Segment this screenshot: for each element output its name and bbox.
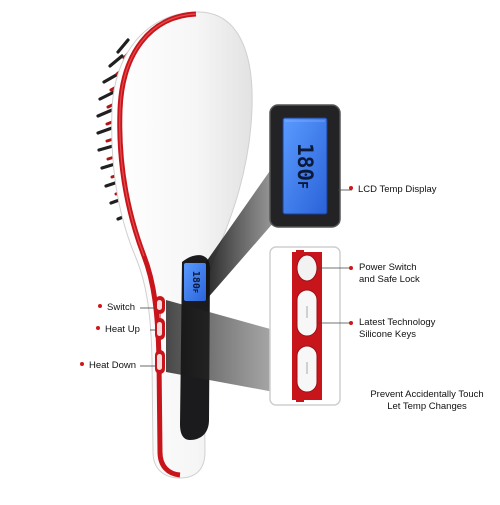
handle-lcd-temp: 180 bbox=[190, 270, 201, 289]
handle-lcd-readout: 180F bbox=[189, 270, 201, 294]
callout-silicone-keys-line1: Latest Technology bbox=[359, 317, 436, 328]
callout-dot bbox=[349, 186, 353, 191]
label-heat-up: Heat Up bbox=[96, 324, 140, 336]
label-dot bbox=[96, 326, 100, 331]
label-dot bbox=[98, 304, 102, 309]
label-switch: Switch bbox=[98, 302, 135, 314]
lcd-zoom-beam bbox=[206, 165, 274, 300]
zoom-lcd-temp: 180 bbox=[293, 143, 317, 182]
callout-lcd-display-text: LCD Temp Display bbox=[358, 184, 437, 195]
keys-zoom-beam bbox=[166, 300, 274, 392]
zoom-lcd-readout: 180F bbox=[293, 132, 317, 200]
callout-dot bbox=[349, 321, 353, 325]
callout-power-switch-line2: and Safe Lock bbox=[359, 274, 420, 285]
side-buttons bbox=[155, 296, 165, 374]
label-heat-down: Heat Down bbox=[80, 360, 136, 372]
handle-lcd-screen bbox=[184, 263, 206, 301]
callout-dot bbox=[349, 266, 353, 270]
label-switch-text: Switch bbox=[107, 302, 135, 313]
handle-lcd-unit: F bbox=[191, 288, 199, 294]
label-heat-up-text: Heat Up bbox=[105, 324, 140, 335]
callout-connectors bbox=[140, 189, 352, 367]
zoom-lcd-unit: F bbox=[294, 181, 309, 189]
callout-silicone-keys-line2: Silicone Keys bbox=[359, 329, 417, 340]
label-heat-down-text: Heat Down bbox=[89, 360, 136, 371]
callout-silicone-keys: Latest Technology Silicone Keys bbox=[349, 317, 489, 341]
label-dot bbox=[80, 362, 84, 367]
callout-prevent-touch: Prevent Accidentally Touch Let Temp Chan… bbox=[356, 389, 498, 413]
callout-prevent-touch-line1: Prevent Accidentally Touch bbox=[370, 389, 484, 400]
callout-power-switch: Power Switch and Safe Lock bbox=[349, 262, 489, 286]
callout-power-switch-line1: Power Switch bbox=[359, 262, 417, 273]
callout-lcd-display: LCD Temp Display bbox=[349, 184, 437, 196]
lcd-zoom-screen bbox=[282, 117, 328, 215]
callout-prevent-touch-line2: Let Temp Changes bbox=[387, 401, 467, 412]
power-key[interactable] bbox=[296, 254, 318, 282]
brush-body bbox=[111, 11, 253, 479]
